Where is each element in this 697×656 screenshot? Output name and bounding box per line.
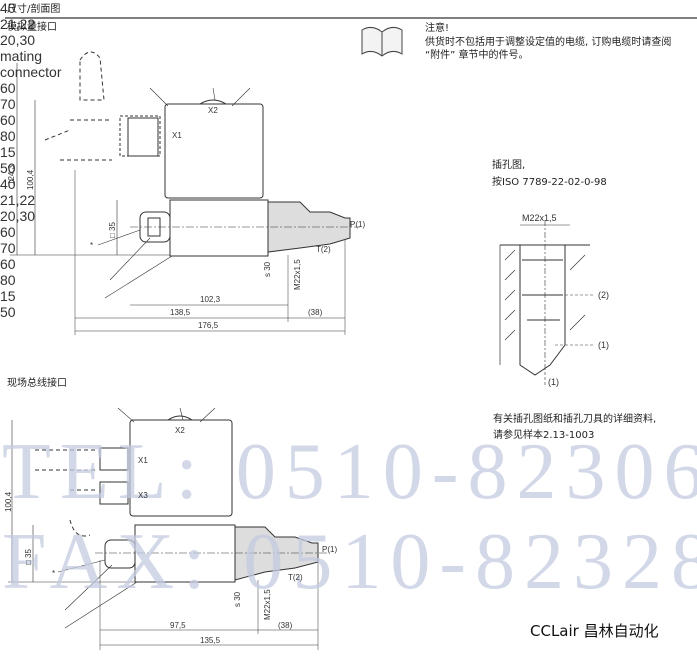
cavity-port2: (2) — [598, 290, 609, 300]
callout-60: 60 — [0, 80, 16, 96]
dim-176-5: 176,5 — [198, 321, 219, 330]
note-title: 注意! — [425, 23, 450, 34]
cavity-ref2: 请参见样本2.13-1003 — [493, 430, 595, 441]
port-t2: T(2) — [316, 245, 331, 254]
callout-20-30: 20,30 — [0, 32, 36, 48]
cavity-port1a: (1) — [598, 340, 609, 350]
dim-97-5: 97,5 — [170, 621, 186, 630]
cavity-ref1: 有关插孔图纸和插孔刀具的详细资料, — [493, 414, 657, 425]
callout-70: 70 — [0, 240, 16, 256]
dim-138-5: 138,5 — [170, 308, 191, 317]
cavity-drawing — [499, 220, 595, 385]
port-x1: X1 — [138, 456, 148, 465]
callout-40: 40 — [0, 0, 16, 16]
callout-15: 15 — [0, 288, 16, 304]
port-p1: P(1) — [322, 545, 338, 554]
dim-sq35: □ 35 — [24, 549, 33, 565]
note-line2: “附件” 章节中的件号。 — [425, 50, 529, 61]
dim-38: (38) — [308, 308, 323, 317]
section-title-analog: 模拟量接口 — [7, 22, 57, 33]
dim-135-5: 135,5 — [200, 636, 221, 645]
callout-80: 80 — [0, 128, 16, 144]
callout-star: * — [90, 241, 94, 250]
mating-label: mating — [0, 48, 43, 64]
callout-20-30: 20,30 — [0, 208, 36, 224]
callout-70: 70 — [0, 96, 16, 112]
dim-m22: M22x1,5 — [293, 259, 302, 290]
watermark-tel: TEL: 0510-82306871 — [2, 428, 697, 516]
cavity-thread: M22x1,5 — [522, 213, 557, 223]
callout-40: 40 — [0, 176, 16, 192]
dim-m22: M22x1,5 — [263, 589, 272, 620]
callout-21-22: 21,22 — [0, 16, 36, 32]
dim-s30: s 30 — [233, 591, 242, 607]
section-title-fieldbus: 现场总线接口 — [7, 378, 67, 389]
callout-21-22: 21,22 — [0, 192, 36, 208]
port-x3: X3 — [138, 491, 148, 500]
note-line1: 供货时不包括用于调整设定值的电缆, 订购电缆时请查阅 — [425, 37, 672, 48]
dim-sq35: □ 35 — [108, 222, 117, 238]
port-t2: T(2) — [288, 573, 303, 582]
drawing-analog — [10, 51, 360, 335]
cavity-standard: 按ISO 7789-22-02-0-98 — [492, 177, 607, 188]
cavity-title: 插孔图, — [492, 160, 526, 171]
watermark-fax: FAX: 0510-82328771 — [2, 518, 697, 606]
dim-100-4: 100,4 — [26, 169, 35, 190]
callout-60b: 60 — [0, 112, 16, 128]
callout-star: * — [52, 569, 56, 578]
connector-label: connector — [0, 64, 62, 80]
port-x2: X2 — [175, 426, 185, 435]
callout-50: 50 — [0, 304, 16, 320]
drawing-fieldbus — [8, 407, 330, 650]
dim-100-4: 100,4 — [4, 491, 13, 512]
book-icon — [361, 26, 403, 57]
dim-s30: s 30 — [263, 261, 272, 277]
page-title: 尺寸/剖面图 — [7, 4, 61, 15]
brand-label: CCLair 昌林自动化 — [530, 622, 659, 640]
dim-102-3: 102,3 — [200, 295, 221, 304]
callout-60: 60 — [0, 224, 16, 240]
callout-15: 15 — [0, 144, 16, 160]
dim-38: (38) — [278, 621, 293, 630]
port-x1: X1 — [172, 131, 182, 140]
dim-124-3: 124,3 — [7, 164, 16, 185]
port-p1: P(1) — [350, 220, 366, 229]
callout-50: 50 — [0, 160, 16, 176]
cavity-port1b: (1) — [548, 377, 559, 387]
callout-60b: 60 — [0, 256, 16, 272]
port-x2: X2 — [208, 106, 218, 115]
callout-80: 80 — [0, 272, 16, 288]
